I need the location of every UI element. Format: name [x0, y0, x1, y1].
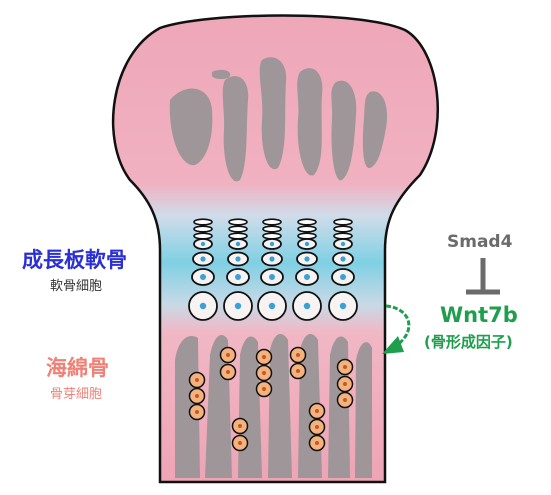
- osteoblast-nucleus: [195, 378, 199, 382]
- resting-chondrocyte: [262, 218, 282, 226]
- chondrocyte-nucleus: [339, 302, 347, 310]
- chondrocyte-nucleus: [199, 302, 207, 310]
- osteoblast-label: 骨芽細胞: [50, 387, 103, 402]
- wnt7b-description-label: (骨形成因子): [424, 333, 513, 351]
- osteoblast-nucleus: [238, 424, 242, 428]
- resting-chondrocyte: [297, 225, 317, 233]
- resting-chondrocyte: [193, 218, 213, 226]
- chondrocyte-columns: [188, 218, 358, 321]
- resting-chondrocyte: [228, 218, 248, 226]
- resting-chondrocyte: [297, 218, 317, 226]
- resting-chondrocyte: [297, 232, 317, 240]
- chondrocyte-nucleus: [200, 274, 206, 280]
- resting-chondrocyte: [333, 225, 353, 233]
- osteoblast-nucleus: [315, 425, 319, 429]
- chondrocyte-nucleus: [200, 256, 206, 262]
- inhibition-t-bar-icon: [466, 258, 500, 295]
- osteoblast-nucleus: [315, 409, 319, 413]
- chondrocyte-nucleus: [235, 241, 241, 247]
- osteoblast-nucleus: [238, 441, 242, 445]
- chondrocyte-nucleus: [304, 274, 310, 280]
- osteoblast-nucleus: [262, 371, 266, 375]
- osteoblast-nucleus: [195, 410, 199, 414]
- osteoblast-nucleus: [262, 387, 266, 391]
- chondrocyte-nucleus: [340, 274, 346, 280]
- osteoblast-nucleus: [343, 382, 347, 386]
- chondrocyte-nucleus: [304, 256, 310, 262]
- chondrocyte-nucleus: [340, 256, 346, 262]
- osteoblast-clusters: [188, 346, 354, 452]
- osteoblast-nucleus: [296, 369, 300, 373]
- chondrocyte-nucleus: [269, 256, 275, 262]
- osteoblast-nucleus: [262, 355, 266, 359]
- osteoblast-nucleus: [315, 441, 319, 445]
- spongy-bone-label: 海綿骨: [46, 356, 109, 380]
- resting-chondrocyte: [262, 225, 282, 233]
- chondrocyte-nucleus: [269, 241, 275, 247]
- wnt7b-label: Wnt7b: [440, 303, 518, 327]
- osteoblast-nucleus: [296, 353, 300, 357]
- chondrocyte-nucleus: [235, 256, 241, 262]
- resting-chondrocyte: [193, 225, 213, 233]
- chondrocyte-nucleus: [268, 302, 276, 310]
- chondrocyte-nucleus: [234, 302, 242, 310]
- chondrocyte-nucleus: [304, 241, 310, 247]
- osteoblast-nucleus: [195, 394, 199, 398]
- chondrocyte-nucleus: [303, 302, 311, 310]
- chondrocyte-nucleus: [340, 241, 346, 247]
- resting-chondrocyte: [262, 232, 282, 240]
- curved-arrow-icon: [382, 304, 411, 354]
- resting-chondrocyte: [333, 232, 353, 240]
- chondrocyte-nucleus: [269, 274, 275, 280]
- osteoblast-nucleus: [343, 365, 347, 369]
- resting-chondrocyte: [228, 225, 248, 233]
- osteoblast-nucleus: [226, 370, 230, 374]
- smad4-label: Smad4: [447, 232, 513, 252]
- resting-chondrocyte: [228, 232, 248, 240]
- resting-chondrocyte: [333, 218, 353, 226]
- osteoblast-nucleus: [226, 353, 230, 357]
- chondrocyte-label: 軟骨細胞: [50, 279, 103, 294]
- resting-chondrocyte: [193, 232, 213, 240]
- epiphysis-cavities: [169, 57, 388, 182]
- chondrocyte-nucleus: [235, 274, 241, 280]
- osteoblast-nucleus: [343, 398, 347, 402]
- chondrocyte-nucleus: [200, 241, 206, 247]
- growth-plate-cartilage-label: 成長板軟骨: [22, 248, 127, 272]
